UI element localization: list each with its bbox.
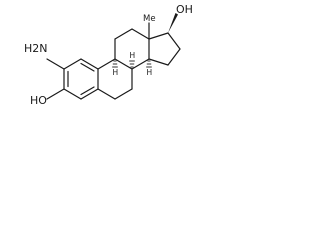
h14-hash [146,60,152,68]
methyl-label: Me [143,14,156,24]
ring-a [63,58,99,100]
ring-b [97,58,133,100]
bond-c2 [114,28,133,40]
bond-d2 [167,32,181,50]
amine-label: H2N [24,42,48,55]
bond-d4 [148,58,169,66]
double-bond-a2 [80,86,95,96]
bond-c5 [131,58,150,70]
bond-a4 [63,88,82,100]
h9-hash [112,60,118,68]
phenol-oh-bond [46,88,65,100]
h8-label: H [130,51,136,60]
bond-a6 [63,58,82,70]
h8-hash [129,60,135,68]
h9-label: H [113,68,119,77]
hydroxyl-17-label: OH [176,3,193,16]
bond-b2 [114,58,133,70]
bond-b5 [97,88,116,100]
c17-oh-wedge [168,13,178,33]
bond-b4 [114,88,133,100]
phenol-hydroxyl-label: HO [30,94,47,107]
ring-d [148,32,181,66]
bond-c3 [131,28,150,40]
estradiol-derivative-structure: Me OH H2N HO H H H [24,3,193,107]
amine-bond [46,58,65,70]
bond-d1 [148,32,169,40]
bond-a3 [80,88,99,100]
bond-a1 [80,58,99,70]
ring-c [114,28,150,70]
double-bond-a1 [80,62,95,72]
bond-d3 [167,48,181,66]
bond-b1 [97,58,116,70]
h14-label: H [147,68,153,77]
